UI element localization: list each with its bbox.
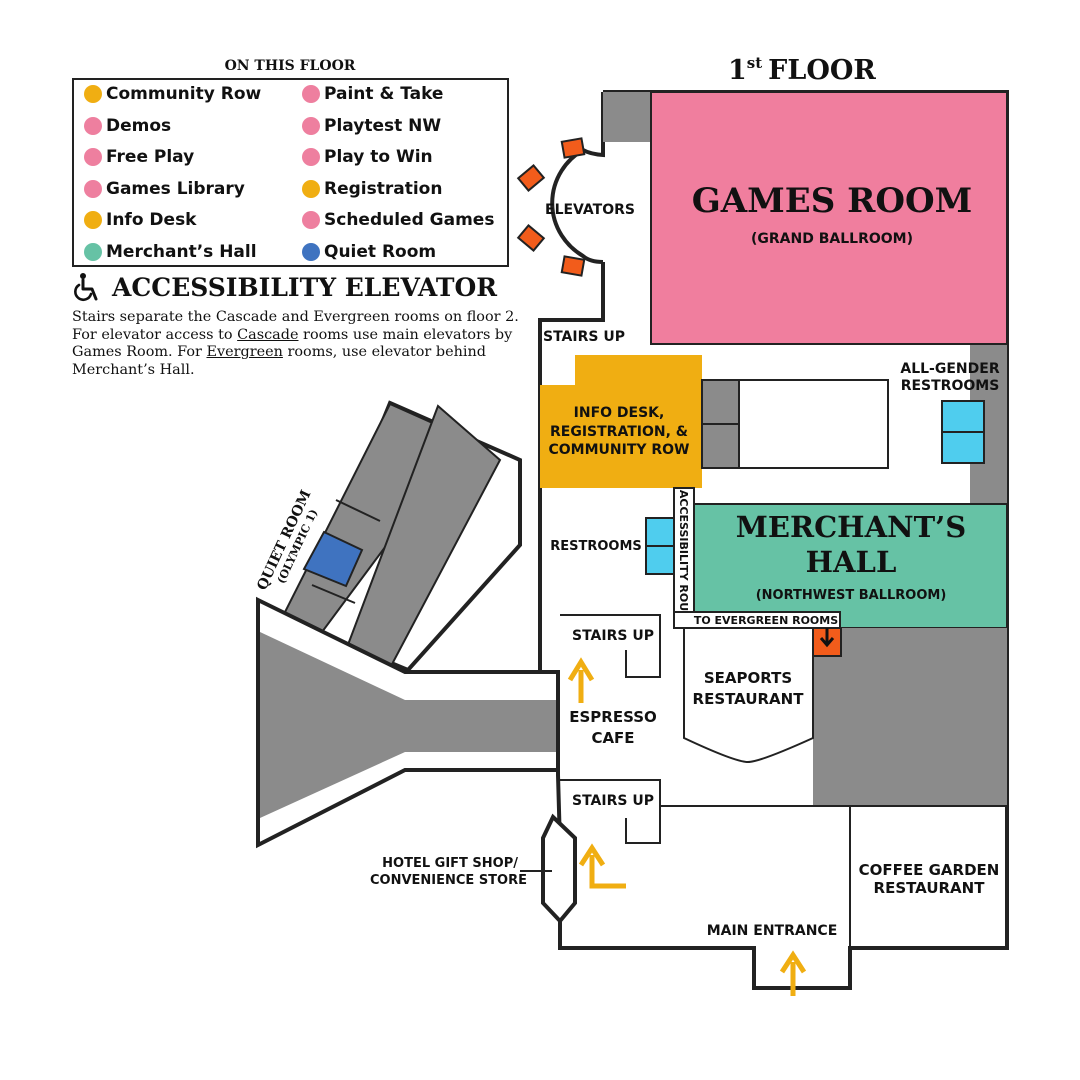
legend-item: Registration	[302, 179, 442, 199]
legend-dot	[302, 211, 320, 229]
accessibility-text: Stairs separate the Cascade and Evergree…	[72, 309, 522, 379]
legend-label: Play to Win	[324, 147, 433, 167]
legend-item: Community Row	[84, 84, 261, 104]
main-entrance-label: MAIN ENTRANCE	[707, 923, 838, 939]
seaports-restaurant	[683, 627, 814, 764]
elevator-door	[560, 137, 586, 159]
legend-box: Community Row Paint & Take Demos Playtes…	[72, 78, 509, 267]
building-outline	[538, 90, 1009, 990]
accessibility-heading: ACCESSIBILITY ELEVATOR	[72, 272, 497, 302]
quiet-room	[302, 530, 364, 588]
accessibility-route-label: ACCESSIBILITY ROUTE	[677, 490, 690, 626]
west-corridor-gray	[260, 632, 558, 818]
turn-arrow-icon	[578, 843, 626, 889]
accessibility-text-part: Stairs separate the Cascade and Evergree…	[72, 309, 519, 343]
legend-dot	[84, 211, 102, 229]
legend-label: Community Row	[106, 84, 262, 104]
legend-label: Demos	[106, 116, 172, 136]
legend-item: Merchant’s Hall	[84, 242, 257, 262]
entrance-arrow-icon	[779, 950, 807, 996]
restroom	[645, 545, 675, 575]
legend-label: Free Play	[106, 147, 195, 167]
legend-label: Paint & Take	[324, 84, 444, 104]
legend-dot	[84, 243, 102, 261]
legend-title: ON THIS FLOOR	[224, 58, 356, 74]
cascade-link: Cascade	[237, 326, 299, 343]
merchants-hall	[693, 503, 1008, 629]
elevator-door	[560, 255, 586, 277]
legend-item: Scheduled Games	[302, 210, 494, 230]
elevator-door	[516, 164, 546, 192]
restroom	[645, 517, 675, 547]
info-desk-area	[540, 355, 702, 488]
evergreen-link: Evergreen	[206, 344, 283, 360]
stairs-up-label: STAIRS UP	[572, 793, 654, 809]
stairs-up-label: STAIRS UP	[543, 329, 625, 345]
gift-shop-label: HOTEL GIFT SHOP/CONVENIENCE STORE	[370, 856, 527, 888]
info-desk-label: INFO DESK,REGISTRATION, &COMMUNITY ROW	[548, 405, 689, 458]
legend-dot	[84, 148, 102, 166]
stairs-upper	[560, 614, 661, 678]
legend-item: Free Play	[84, 147, 194, 167]
legend-label: Playtest NW	[324, 116, 442, 136]
accessibility-heading-text: ACCESSIBILITY ELEVATOR	[112, 272, 498, 302]
legend-dot	[302, 148, 320, 166]
wheelchair-icon	[74, 273, 98, 301]
up-arrow-icon	[567, 657, 595, 703]
to-evergreen-label: TO EVERGREEN ROOMS	[694, 614, 838, 627]
legend-item: Demos	[84, 116, 171, 136]
all-gender-restroom	[941, 400, 985, 433]
legend-label: Info Desk	[106, 210, 197, 230]
legend-label: Quiet Room	[324, 242, 437, 262]
legend-dot	[302, 243, 320, 261]
legend-dot	[84, 85, 102, 103]
gift-shop	[541, 813, 577, 925]
legend-item: Info Desk	[84, 210, 197, 230]
games-room-sub: (GRAND BALLROOM)	[751, 231, 913, 247]
merchants-hall-sub: (NORTHWEST BALLROOM)	[756, 588, 947, 603]
elevators-label: ELEVATORS	[545, 202, 635, 218]
games-room	[650, 91, 1008, 345]
restrooms-label: RESTROOMS	[550, 539, 642, 554]
legend-item: Play to Win	[302, 147, 433, 167]
legend-label: Scheduled Games	[324, 210, 495, 230]
legend-item: Playtest NW	[302, 116, 441, 136]
legend-dot	[84, 117, 102, 135]
all-gender-restroom	[941, 431, 985, 464]
legend-label: Registration	[324, 179, 443, 199]
elevator-bay-wall	[550, 92, 605, 264]
accessibility-text-part: rooms use main elevators by Games Room. …	[72, 326, 513, 361]
games-room-name: GAMES ROOM	[692, 181, 972, 221]
stairs-up-label: STAIRS UP	[572, 628, 654, 644]
elevator-door	[516, 224, 546, 252]
legend-dot	[302, 117, 320, 135]
legend-dot	[84, 180, 102, 198]
stairs-lower	[560, 779, 661, 844]
legend-label: Merchant’s Hall	[106, 242, 257, 262]
legend-item: Quiet Room	[302, 242, 436, 262]
legend-label: Games Library	[106, 179, 245, 199]
accessibility-text-part: rooms, use elevator behind Merchant’s Ha…	[72, 344, 486, 378]
legend-item: Games Library	[84, 179, 245, 199]
legend-dot	[302, 85, 320, 103]
legend-dot	[302, 180, 320, 198]
down-arrow-icon	[819, 628, 835, 648]
legend-item: Paint & Take	[302, 84, 443, 104]
